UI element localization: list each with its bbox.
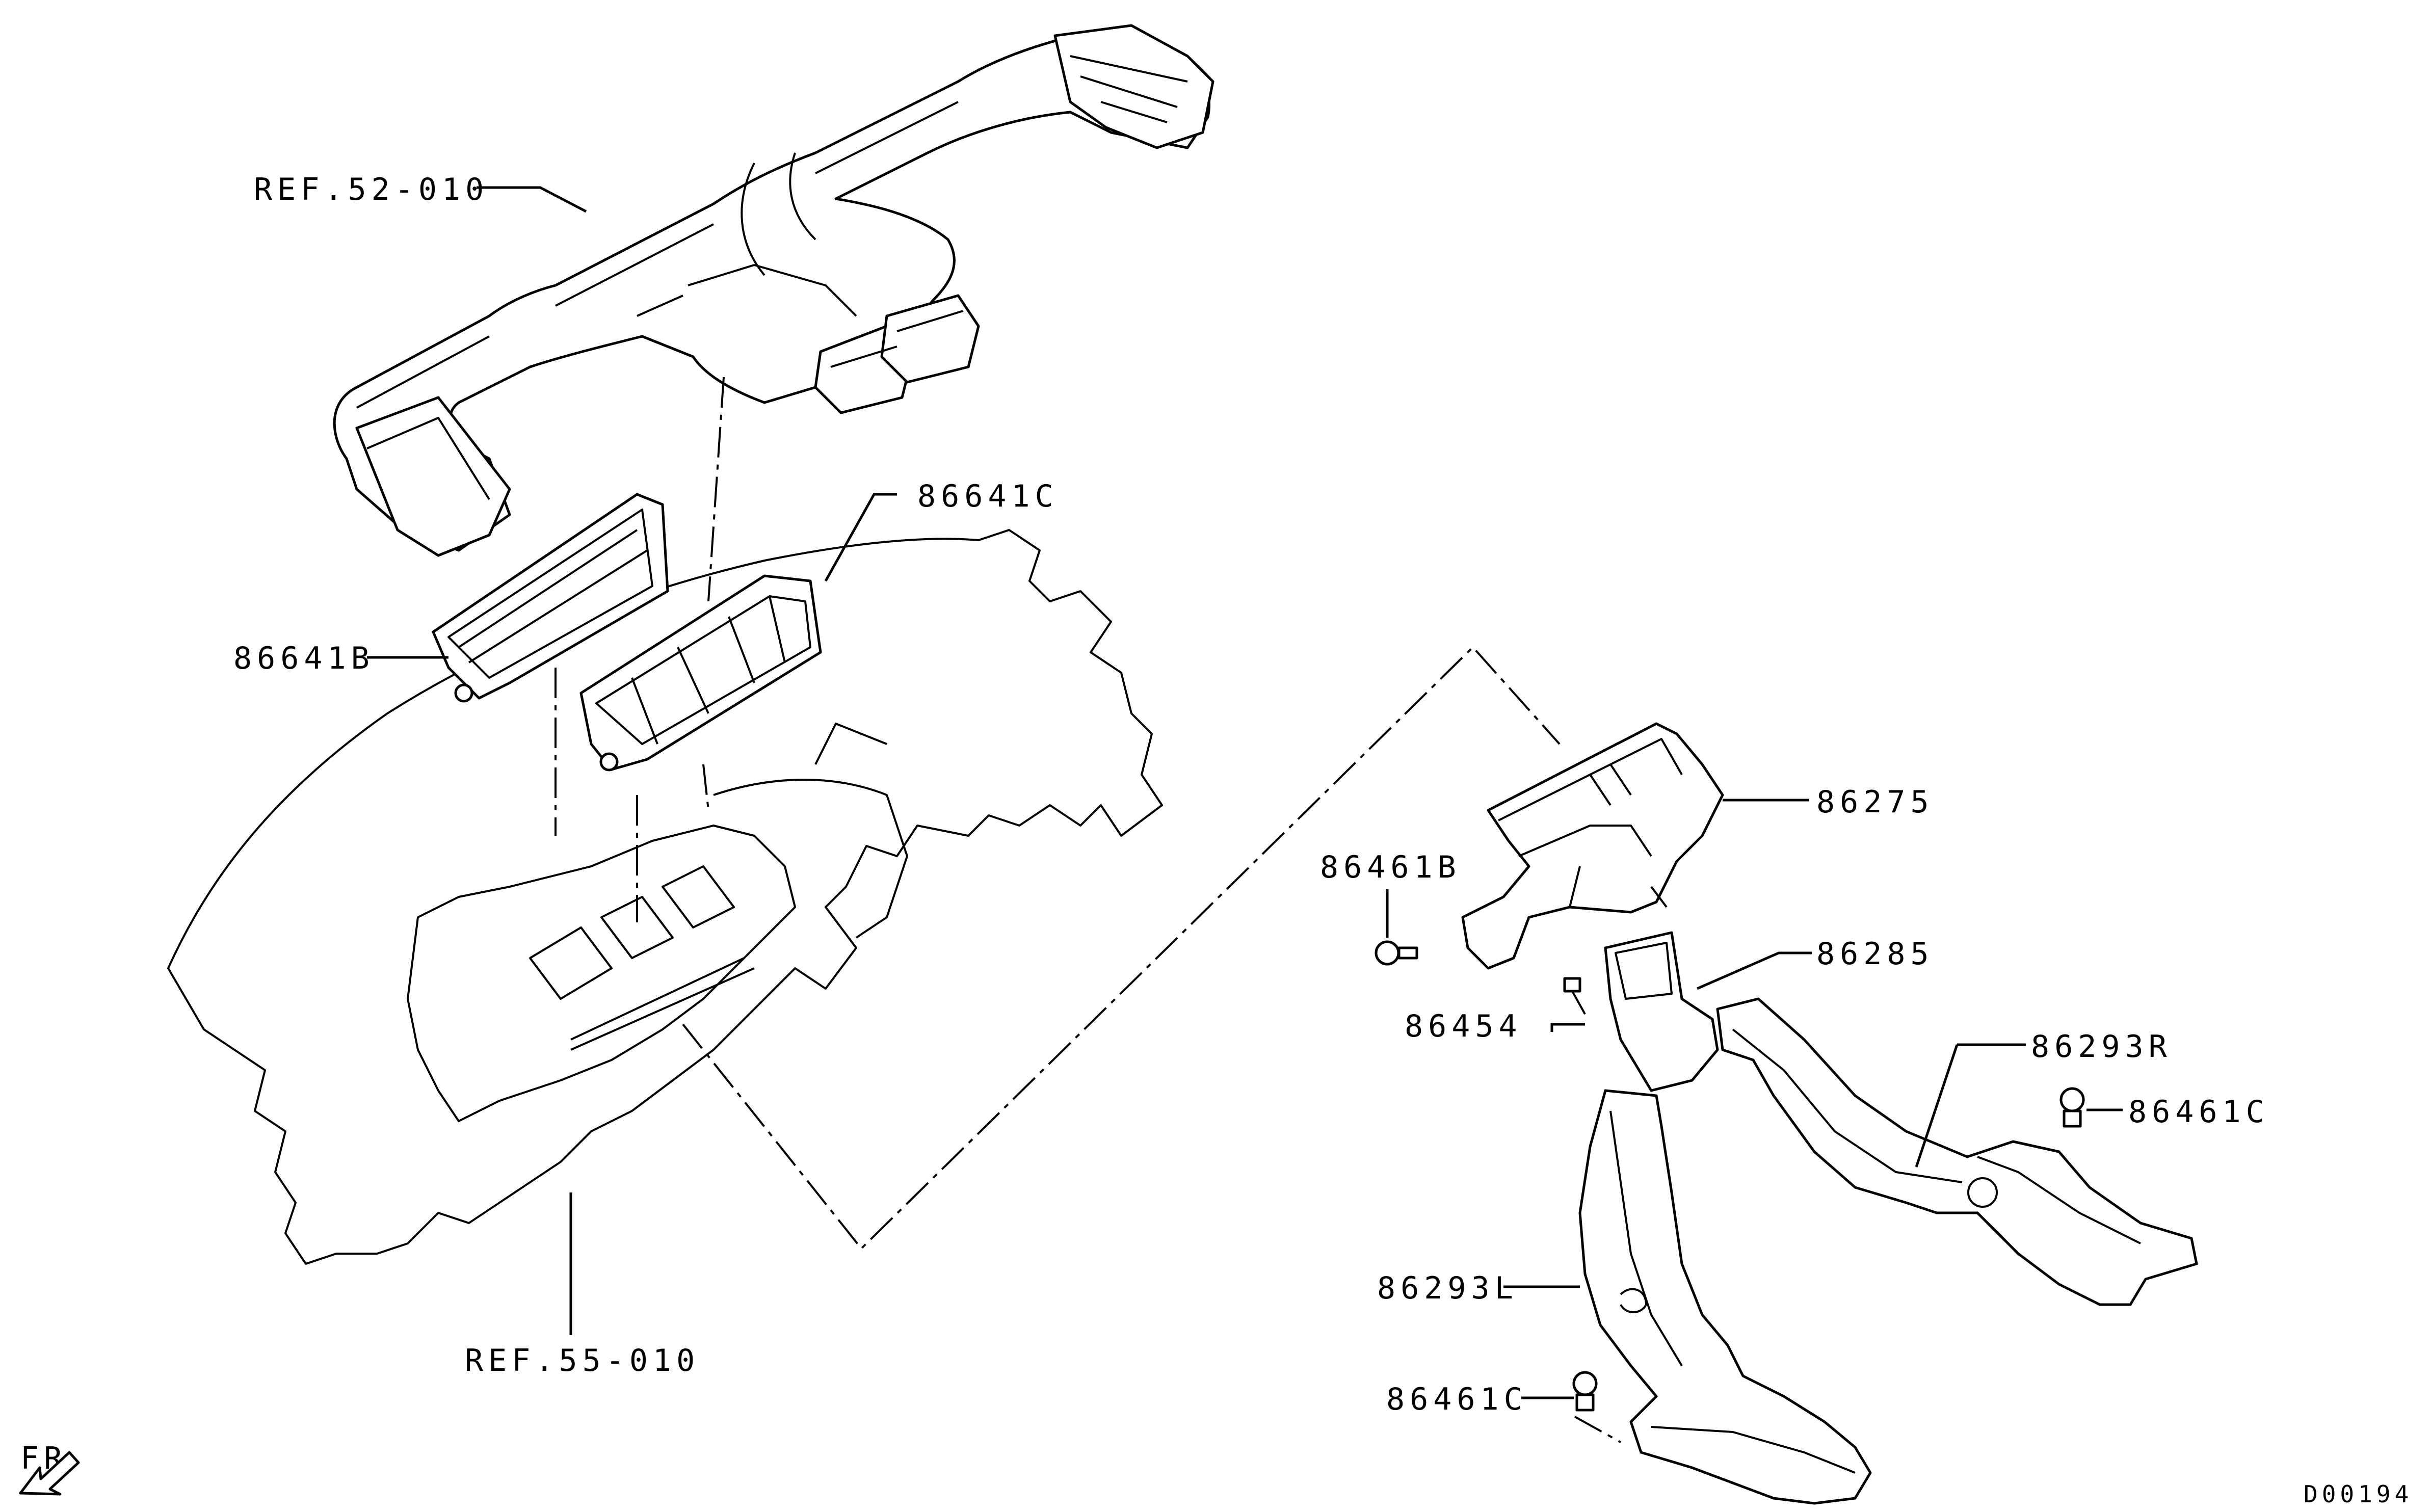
clip-86461c-right-icon — [2059, 1087, 2085, 1128]
label-86461c-right: 86461C — [2128, 1094, 2269, 1130]
clip-86461b-icon — [1375, 940, 1418, 966]
part-86293l-drawing — [1578, 1089, 1872, 1505]
label-86641b: 86641B — [233, 641, 375, 676]
callout-labels: REF.52-010 86641C 86641B 86275 86461B 86… — [20, 172, 2413, 1508]
label-86461b: 86461B — [1320, 850, 1461, 885]
label-ref-55-010: REF.55-010 — [465, 1343, 700, 1378]
diagram-code: D00194 — [2304, 1480, 2413, 1508]
part-86641b-drawing — [432, 493, 669, 703]
label-86641c: 86641C — [917, 479, 1059, 514]
front-direction-arrow-icon — [19, 1451, 80, 1496]
screw-86454-icon — [1563, 977, 1586, 1015]
label-86461c-bottom: 86461C — [1386, 1382, 1527, 1417]
part-86293r-drawing — [1716, 997, 2198, 1306]
part-86285-drawing — [1604, 931, 1719, 1092]
fasteners-drawing — [1375, 940, 2085, 1412]
label-86293l: 86293L — [1377, 1270, 1518, 1306]
dash-panel-drawing — [167, 529, 1163, 1265]
label-ref-52-010: REF.52-010 — [254, 172, 489, 207]
label-86293r: 86293R — [2031, 1029, 2172, 1065]
label-86275: 86275 — [1816, 784, 1934, 820]
part-86641c-drawing — [579, 574, 822, 772]
label-86285: 86285 — [1816, 936, 1934, 972]
alignment-lines — [554, 377, 1621, 1443]
label-86454: 86454 — [1405, 1009, 1522, 1044]
dash-upper-duct-drawing — [333, 24, 1214, 557]
part-86275-drawing — [1461, 722, 1724, 970]
leader-lines — [367, 186, 2123, 1399]
clip-86461c-bottom-icon — [1572, 1371, 1598, 1412]
